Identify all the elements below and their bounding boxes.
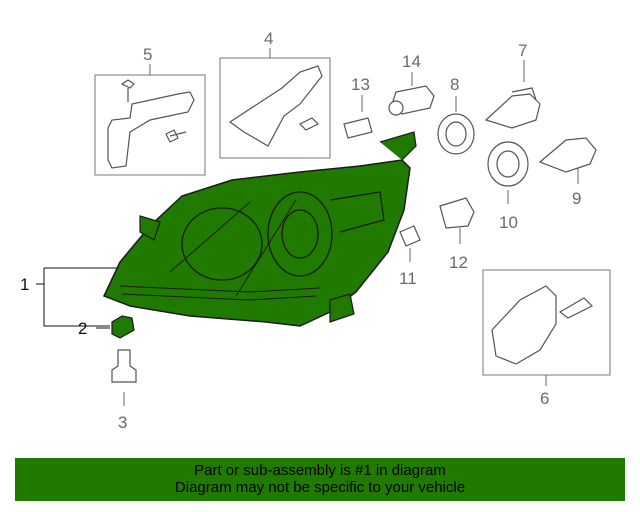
callout-4: 4 [264,29,273,48]
part-3-bolt[interactable]: 3 [111,349,137,432]
callout-11: 11 [399,269,417,288]
callout-2: 2 [78,319,87,338]
callout-1: 1 [20,275,29,294]
part-1-headlamp-assembly[interactable]: 1 [20,131,417,327]
part-10-grommet[interactable]: 10 [487,141,529,232]
callout-8: 8 [450,75,459,94]
part-4-cover-group[interactable]: 4 [219,29,331,159]
notice-line-1: Part or sub-assembly is #1 in diagram [194,462,446,479]
notice-line-2: Diagram may not be specific to your vehi… [174,479,466,496]
callout-6: 6 [540,389,549,408]
callout-9: 9 [572,189,581,208]
callout-5: 5 [143,45,152,64]
part-14-socket[interactable]: 14 [388,52,435,116]
callout-14: 14 [402,52,421,71]
part-12-socket[interactable]: 12 [439,197,475,272]
part-5-bracket-group[interactable]: 5 [94,45,206,176]
callout-12: 12 [449,253,468,272]
part-7-bulb[interactable]: 7 [484,41,541,129]
part-9-bulb[interactable]: 9 [538,137,597,208]
part-2-clip[interactable]: 2 [78,315,135,339]
callout-13: 13 [351,75,370,94]
headlamp-housing [102,159,411,327]
part-6-housing-group[interactable]: 6 [482,269,611,408]
part-11-bulb[interactable]: 11 [399,225,421,288]
callout-10: 10 [499,213,518,232]
callout-7: 7 [518,41,527,60]
part-13-bulb[interactable]: 13 [343,75,373,139]
notice-banner: Part or sub-assembly is #1 in diagram Di… [15,458,625,501]
callout-3: 3 [118,413,127,432]
part-8-grommet[interactable]: 8 [437,75,475,155]
